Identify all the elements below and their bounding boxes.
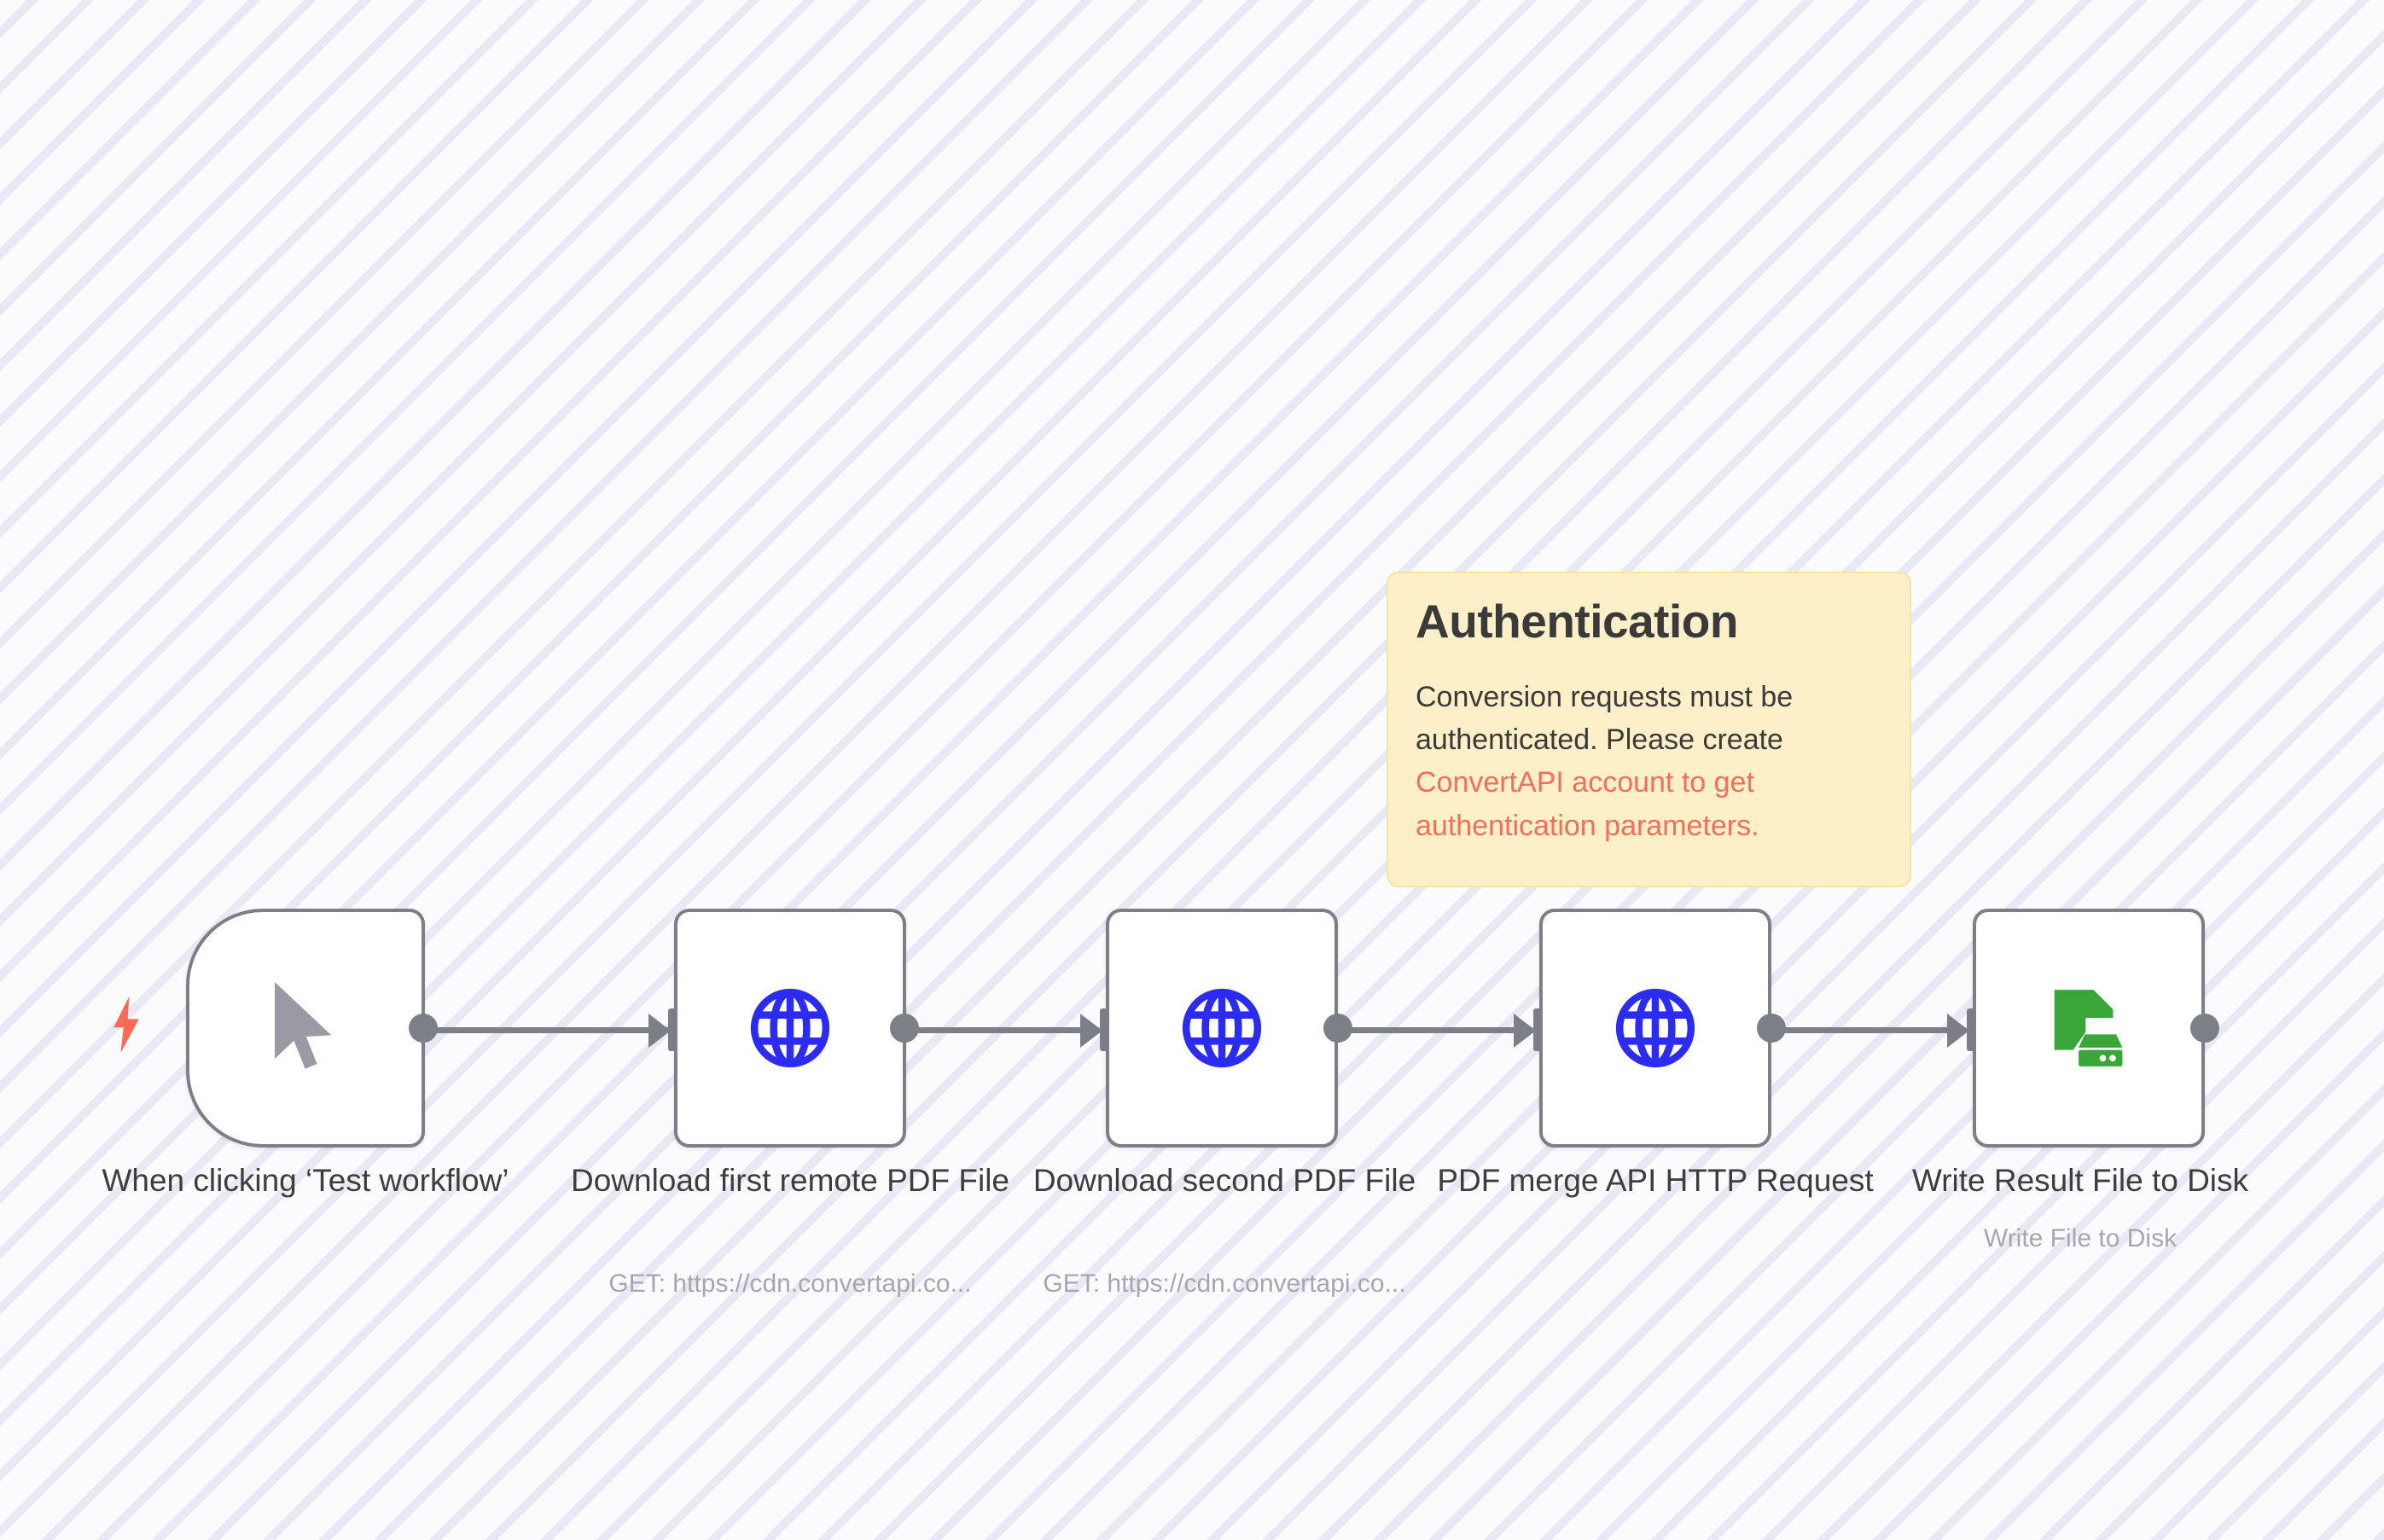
sticky-note-body-text: Conversion requests must be authenticate…: [1416, 680, 1794, 757]
caption-node-trigger: When clicking ‘Test workflow’: [102, 1163, 509, 1198]
sticky-note-link[interactable]: ConvertAPI account to get: [1416, 766, 1754, 799]
globe-icon: [1609, 982, 1701, 1074]
connector-arrow-4: [1947, 1014, 1969, 1048]
trigger-bolt-icon: [109, 997, 143, 1053]
node-write-result-file-to-disk[interactable]: [1973, 909, 2205, 1148]
sticky-note-authentication[interactable]: Authentication Conversion requests must …: [1387, 572, 1911, 887]
caption-node-download-first: Download first remote PDF File: [570, 1163, 1010, 1198]
connector-line-2[interactable]: [904, 1027, 1099, 1033]
sticky-note-title: Authentication: [1416, 595, 1738, 648]
node-download-second-pdf-file[interactable]: [1106, 909, 1338, 1148]
subtitle-node-write-file: Write File to Disk: [1983, 1224, 2178, 1252]
connector-arrow-3: [1514, 1014, 1536, 1048]
sticky-note-clipped-text: authentication parameters.: [1416, 809, 1759, 842]
sticky-note-body: Conversion requests must be authenticate…: [1416, 676, 1882, 847]
connector-arrow-1: [648, 1014, 671, 1048]
output-port-trigger[interactable]: [409, 1014, 438, 1043]
node-pdf-merge-api-http-request[interactable]: [1539, 909, 1771, 1148]
caption-node-pdf-merge: PDF merge API HTTP Request: [1437, 1163, 1874, 1198]
subtitle-node-download-second: GET: https://cdn.convertapi.co...: [1043, 1270, 1406, 1298]
output-port-pdf-merge[interactable]: [1757, 1014, 1786, 1043]
connector-line-1[interactable]: [423, 1027, 669, 1033]
node-download-first-remote-pdf-file[interactable]: [674, 909, 906, 1148]
caption-node-write-file: Write Result File to Disk: [1911, 1163, 2249, 1198]
mouse-cursor-icon: [265, 979, 346, 1078]
output-port-download-first[interactable]: [890, 1014, 919, 1043]
connector-line-3[interactable]: [1338, 1027, 1532, 1033]
subtitle-node-download-first: GET: https://cdn.convertapi.co...: [608, 1270, 972, 1298]
connector-arrow-2: [1080, 1014, 1102, 1048]
output-port-download-second[interactable]: [1323, 1014, 1352, 1043]
output-port-write-file[interactable]: [2190, 1014, 2219, 1043]
node-trigger-when-clicking-test-workflow[interactable]: [186, 909, 425, 1148]
connector-line-4[interactable]: [1771, 1027, 1966, 1033]
globe-icon: [1176, 982, 1268, 1074]
globe-icon: [744, 982, 836, 1074]
caption-node-download-second: Download second PDF File: [1032, 1163, 1416, 1198]
file-to-disk-icon: [2042, 981, 2136, 1075]
